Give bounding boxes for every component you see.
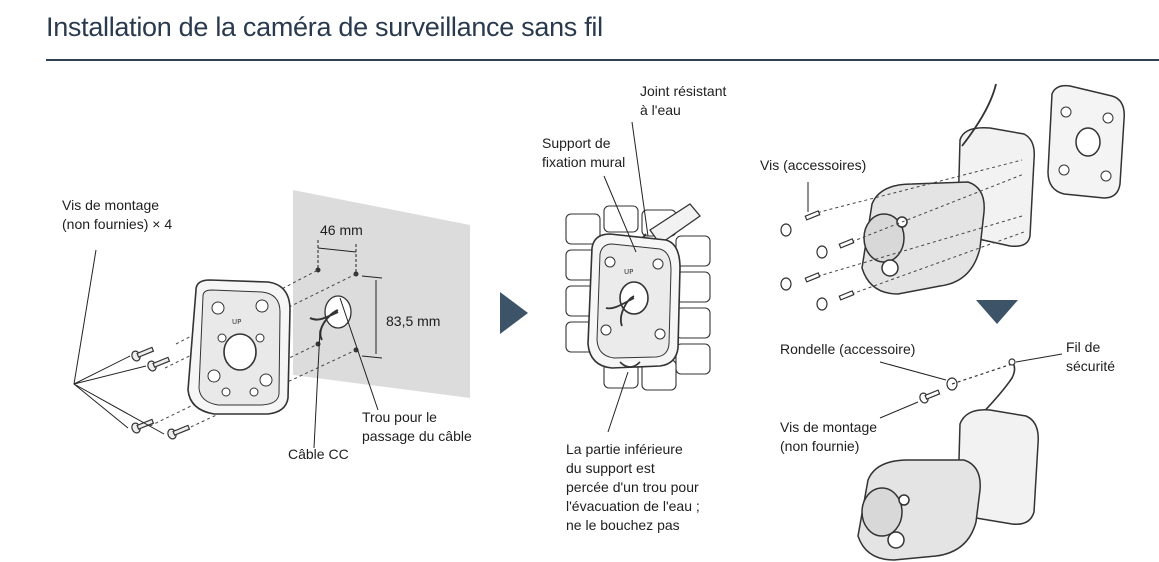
- svg-text:UP: UP: [232, 318, 241, 326]
- wall-bracket: UP: [187, 279, 291, 415]
- camera-top: [861, 127, 1036, 295]
- panel-2-bracket-on-wall: UP: [565, 121, 711, 433]
- label-dc-cable: Câble CC: [288, 446, 349, 462]
- label-height-83mm: 83,5 mm: [386, 313, 441, 329]
- screws-group: [131, 346, 191, 440]
- panel-3-camera-mounting: [780, 83, 1125, 561]
- label-width-46mm: 46 mm: [320, 222, 363, 238]
- step-arrow-down: [976, 300, 1018, 324]
- svg-text:UP: UP: [624, 268, 633, 276]
- label-accessory-screws: Vis (accessoires): [760, 157, 867, 173]
- wall: [293, 190, 470, 398]
- title-rule: [46, 59, 1159, 61]
- camera-mounted: [857, 409, 1039, 561]
- dc-cable: [309, 309, 339, 341]
- label-safety-wire: Fil de sécurité: [1066, 339, 1116, 374]
- label-mounting-screw-single: Vis de montage (non fournie): [780, 419, 878, 454]
- label-mounting-screws-x4: Vis de montage (non fournies) × 4: [62, 197, 173, 232]
- label-washer: Rondelle (accessoire): [780, 341, 916, 357]
- label-wall-bracket: Support de fixation mural: [542, 135, 626, 170]
- wall-bracket-mounted: UP: [587, 233, 681, 369]
- label-waterproof-seal: Joint résistant à l'eau: [640, 83, 727, 118]
- page-title: Installation de la caméra de surveillanc…: [46, 12, 603, 42]
- label-cable-hole: Trou pour le passage du câble: [362, 409, 472, 444]
- label-drain-hole-note: La partie inférieure du support est perc…: [566, 441, 700, 533]
- step-arrow-right: [500, 292, 528, 334]
- panel-1-wall-mounting: UP: [73, 190, 470, 449]
- bracket-top-right: [1047, 84, 1125, 199]
